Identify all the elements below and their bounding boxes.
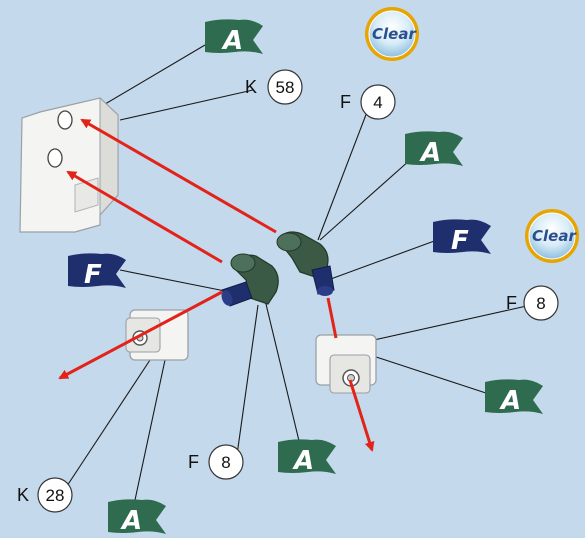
svg-text:A: A [419,138,441,168]
svg-text:Clear: Clear [532,227,577,245]
svg-text:4: 4 [373,93,382,112]
arrow-segment-right [326,297,338,339]
arrow-out-down [348,379,375,452]
svg-text:K: K [17,485,29,505]
connector-icon [315,334,377,394]
svg-text:F: F [451,226,469,256]
svg-text:A: A [499,386,521,416]
clear-badge-icon: Clear [525,209,579,263]
callout-f8-right: F 8 [506,285,559,321]
flag-a-icon: A [405,131,463,168]
svg-text:F: F [506,293,517,313]
svg-text:Clear: Clear [372,25,417,43]
arrow-to-bracket-bottom [66,170,223,264]
svg-text:8: 8 [536,294,545,313]
connector-icon [125,309,189,361]
svg-text:F: F [188,452,199,472]
callout-f4: F 4 [340,84,396,120]
bracket-icon [19,96,119,233]
svg-text:58: 58 [276,78,295,97]
callout-k58: K 58 [245,69,303,105]
arrow-out-left [58,290,223,380]
leader-lines [62,44,532,501]
svg-text:A: A [221,26,243,56]
svg-text:F: F [340,92,351,112]
fitting-icon [276,231,335,296]
svg-text:8: 8 [221,453,230,472]
svg-text:28: 28 [46,486,65,505]
flag-a-icon: A [205,19,263,56]
arrow-to-bracket-top [80,118,277,234]
flag-f-icon: F [433,219,491,256]
flag-a-icon: A [108,499,166,536]
svg-text:A: A [292,446,314,476]
svg-text:F: F [84,260,102,290]
flag-a-icon: A [485,379,543,416]
svg-text:A: A [120,506,142,536]
callout-f8-bottom: F 8 [188,444,244,480]
clear-badge-icon: Clear [365,7,419,61]
fitting-icon [221,253,279,307]
flag-f-icon: F [68,253,126,290]
direction-arrows [58,118,375,452]
callout-k28: K 28 [17,477,73,513]
flag-a-icon: A [278,439,336,476]
svg-text:K: K [245,77,257,97]
